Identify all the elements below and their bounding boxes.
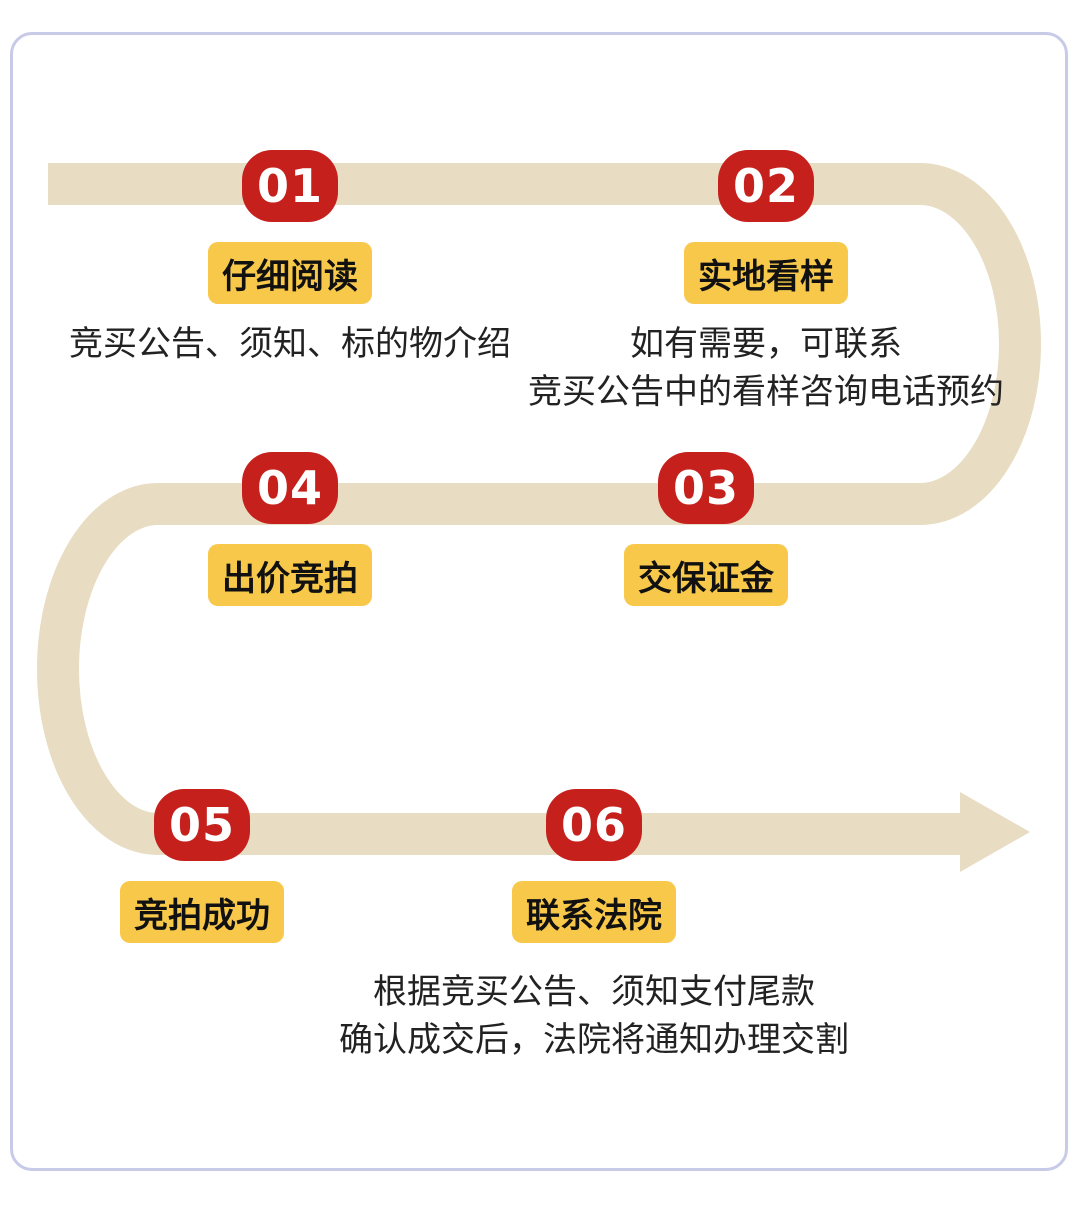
step-03-title: 交保证金 (624, 544, 788, 606)
flow-path-track (37, 163, 1041, 855)
step-01-description: 竞买公告、须知、标的物介绍 (69, 320, 511, 368)
step-02-desc-line: 如有需要，可联系 (630, 324, 902, 364)
step-06-title: 联系法院 (512, 881, 676, 943)
step-03-badge: 03 (658, 452, 754, 524)
step-02-badge: 02 (718, 150, 814, 222)
step-05-title: 竞拍成功 (120, 881, 284, 943)
step-02-title: 实地看样 (684, 242, 848, 304)
step-02-desc-line: 竞买公告中的看样咨询电话预约 (528, 372, 1004, 412)
step-06-desc-line: 确认成交后，法院将通知办理交割 (339, 1020, 849, 1060)
step-05-badge: 05 (154, 789, 250, 861)
step-06-description: 根据竞买公告、须知支付尾款 确认成交后，法院将通知办理交割 (339, 968, 849, 1064)
step-01-desc-line: 竞买公告、须知、标的物介绍 (69, 324, 511, 364)
step-01-title: 仔细阅读 (208, 242, 372, 304)
step-04-badge: 04 (242, 452, 338, 524)
step-02-description: 如有需要，可联系 竞买公告中的看样咨询电话预约 (528, 320, 1004, 416)
step-06-badge: 06 (546, 789, 642, 861)
step-06-desc-line: 根据竞买公告、须知支付尾款 (373, 972, 815, 1012)
flow-arrow-head (960, 792, 1030, 872)
process-card (10, 32, 1068, 1171)
step-01-badge: 01 (242, 150, 338, 222)
step-04-title: 出价竞拍 (208, 544, 372, 606)
